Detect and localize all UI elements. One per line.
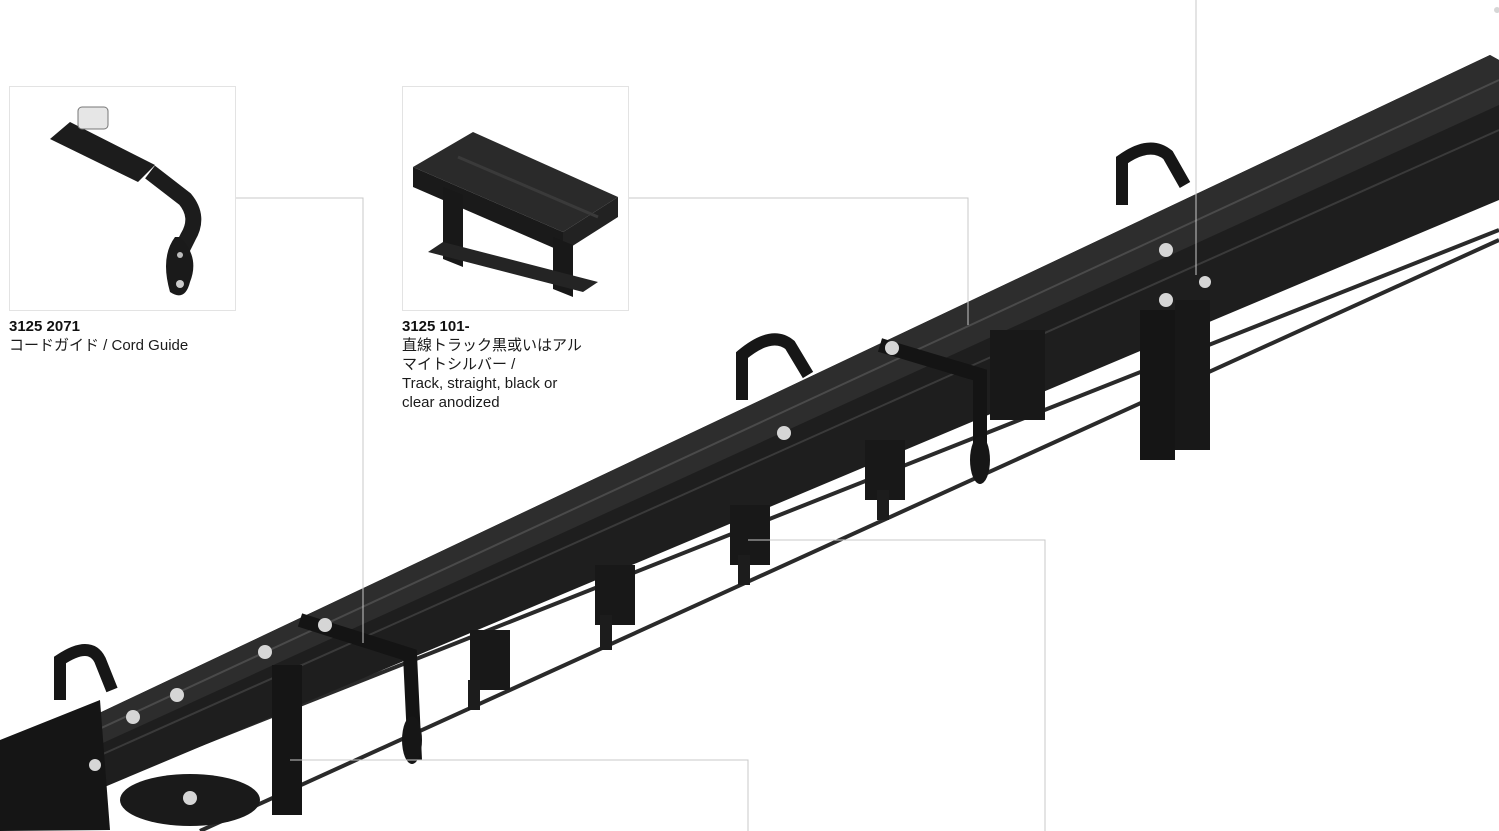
drop-bracket [272, 665, 302, 815]
drop-bracket [1140, 310, 1175, 460]
drop-bracket [1175, 300, 1210, 450]
part-code: 3125 101- [402, 318, 470, 335]
cord-hook [1116, 142, 1191, 205]
cord-hook [54, 644, 118, 700]
cord-guide-icon [50, 106, 202, 296]
cord-guide-loop [402, 716, 422, 764]
cord-guide-loop [970, 436, 990, 484]
cord-lower [199, 238, 1499, 831]
bolt-group [89, 7, 1499, 771]
cord-hook [736, 333, 814, 400]
leader-lines [236, 0, 1197, 831]
part-code: 3125 2071 [9, 318, 80, 335]
part-caption-track: 3125 101- 直線トラック黒或いはアル マイトシルバー / Track, … [402, 317, 642, 412]
part-thumbnail-track [402, 86, 629, 311]
part-thumbnail-cord-guide [9, 86, 236, 311]
track-groove [0, 79, 1499, 776]
part-description: 直線トラック黒或いはアル マイトシルバー / Track, straight, … [402, 337, 582, 411]
track-groove-lower [0, 129, 1499, 801]
end-pulley-housing [0, 700, 110, 831]
carrier-group [468, 330, 1045, 710]
track-profile-icon [413, 132, 618, 297]
end-pulley-bolt [183, 791, 197, 805]
part-description: コードガイド / Cord Guide [9, 337, 189, 354]
track-top-face [0, 55, 1499, 790]
part-caption-cord-guide: 3125 2071 コードガイド / Cord Guide [9, 317, 339, 355]
